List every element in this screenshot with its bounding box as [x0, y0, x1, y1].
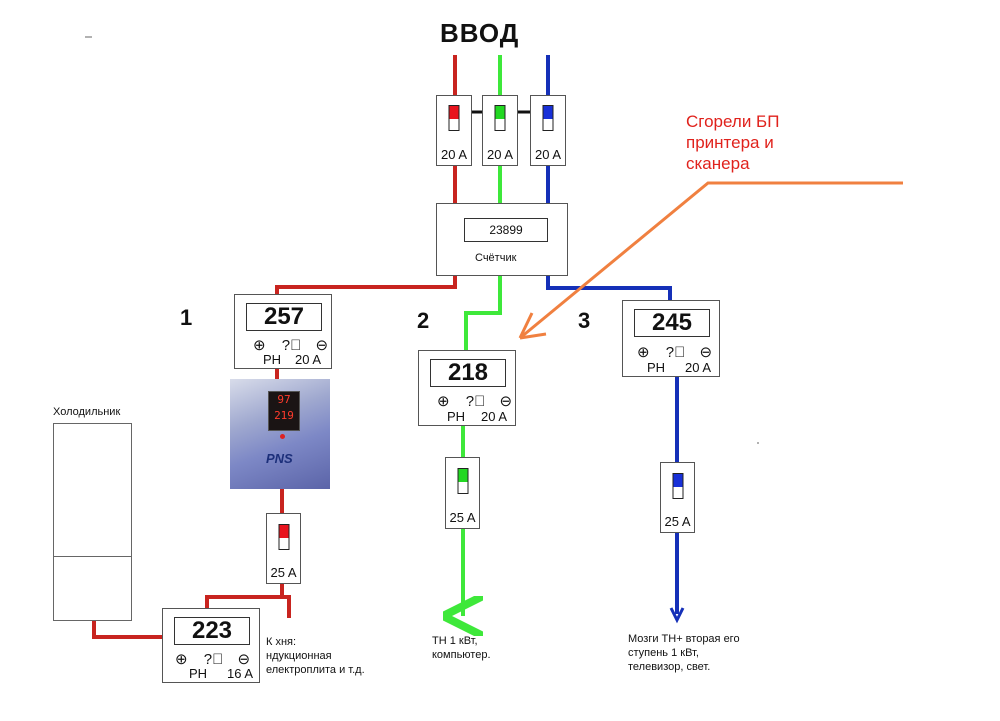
annotation-text: Сгорели БП принтера и сканера [686, 111, 779, 174]
relay-rating: 16 A [227, 666, 254, 681]
relay-controls: ⊕ ?⃝ ⊖ [637, 343, 712, 361]
breaker-handle [457, 468, 468, 494]
annotation-arrowhead [518, 312, 547, 340]
voltage-relay-2[interactable]: 218 ⊕ ?⃝ ⊖ РН 20 A [418, 350, 516, 426]
relay-voltage-display: 245 [634, 309, 710, 337]
question-circle-icon[interactable]: ?⃝ [465, 393, 486, 410]
relay-rating: 20 A [685, 360, 712, 375]
branch-number-1: 1 [180, 305, 193, 330]
kitchen-load-line-1: К хня: [266, 636, 297, 648]
wire-branch1-to-kitchen [205, 583, 284, 610]
wire-branch1 [275, 275, 457, 295]
annotation-line-3: сканера [686, 154, 750, 173]
plus-circle-icon[interactable]: ⊕ [253, 337, 266, 354]
wire-branch2 [464, 275, 502, 352]
relay-voltage-display: 218 [430, 359, 506, 387]
annotation-line-2: принтера и [686, 133, 774, 152]
breaker-handle [542, 105, 554, 131]
breaker-rating: 25 A [664, 514, 691, 529]
breaker-rating: 20 A [534, 147, 562, 162]
breaker-handle [494, 105, 506, 131]
breaker-25a-branch1[interactable]: 25 A [266, 513, 301, 584]
relay-rating: 20 A [481, 409, 508, 424]
voltage-relay-3[interactable]: 245 ⊕ ?⃝ ⊖ РН 20 A [622, 300, 720, 377]
branch3-load-note: Мозги ТН+ вторая его ступень 1 кВт, теле… [628, 632, 740, 674]
breaker-25a-branch3[interactable]: 25 A [660, 462, 695, 533]
relay-rating: 20 A [295, 352, 322, 367]
relay-voltage-display: 257 [246, 303, 322, 331]
breaker-handle [448, 105, 460, 131]
annotation-line-1: Сгорели БП [686, 112, 780, 131]
stabilizer-logo: PNS [266, 451, 293, 466]
annotation-arrow [519, 181, 903, 340]
wire-fridge [92, 621, 163, 639]
input-breaker-2[interactable]: 20 A [482, 95, 518, 166]
voltage-relay-kitchen[interactable]: 223 ⊕ ?⃝ ⊖ РН 16 A [162, 608, 260, 683]
branch3-load-line-3: телевизор, свет. [628, 661, 711, 673]
relay-mode: РН [447, 409, 466, 424]
breaker-rating: 20 A [440, 147, 468, 162]
relay-controls: ⊕ ?⃝ ⊖ [253, 336, 328, 354]
breaker-handle [278, 524, 289, 550]
stabilizer-display-bottom: 219 [274, 409, 294, 422]
breaker-rating: 20 A [486, 147, 514, 162]
fridge-divider [54, 556, 131, 557]
kitchen-load-line-2: ндукционная [266, 650, 332, 662]
question-circle-icon[interactable]: ?⃝ [281, 337, 302, 354]
breaker-rating: 25 A [449, 510, 476, 525]
input-breaker-1[interactable]: 20 A [436, 95, 472, 166]
minus-circle-icon[interactable]: ⊖ [237, 651, 251, 668]
minus-circle-icon[interactable]: ⊖ [315, 337, 329, 354]
relay-controls: ⊕ ?⃝ ⊖ [175, 650, 250, 668]
meter-label: Счётчик [475, 252, 517, 264]
minus-circle-icon[interactable]: ⊖ [499, 393, 513, 410]
electricity-meter: 23899 Счётчик [436, 203, 568, 276]
fridge [53, 423, 132, 621]
branch3-load-line-2: ступень 1 кВт, [628, 647, 699, 659]
relay-mode: РН [263, 352, 282, 367]
branch2-load-note: ТН 1 кВт, компьютер. [432, 634, 491, 662]
meter-reading: 23899 [464, 218, 548, 242]
plus-circle-icon[interactable]: ⊕ [437, 393, 450, 410]
relay-mode: РН [647, 360, 666, 375]
kitchen-load-note: К хня: ндукционная електроплита и т.д. [266, 635, 365, 677]
input-title: ВВОД [440, 18, 520, 48]
branch2-load-line-2: компьютер. [432, 649, 491, 661]
input-breaker-3[interactable]: 20 A [530, 95, 566, 166]
stabilizer-photo: 97 219 PNS [230, 379, 330, 489]
relay-mode: РН [189, 666, 208, 681]
branch-number-2: 2 [417, 308, 430, 333]
branch2-load-line-1: ТН 1 кВт, [432, 635, 478, 647]
plus-circle-icon[interactable]: ⊕ [637, 344, 650, 361]
voltage-relay-1[interactable]: 257 ⊕ ?⃝ ⊖ РН 20 A [234, 294, 332, 369]
branch3-load-line-1: Мозги ТН+ вторая его [628, 633, 740, 645]
relay-voltage-display: 223 [174, 617, 250, 645]
question-circle-icon[interactable]: ?⃝ [665, 344, 686, 361]
branch-number-3: 3 [578, 308, 591, 333]
wire-branch1-kitchen-load [282, 595, 291, 618]
wire-branch3 [546, 275, 672, 302]
kitchen-load-line-3: електроплита и т.д. [266, 664, 365, 676]
minus-circle-icon[interactable]: ⊖ [699, 344, 713, 361]
stabilizer-display: 97 219 [268, 391, 300, 431]
relay-controls: ⊕ ?⃝ ⊖ [437, 392, 512, 410]
wire-branch3-arrowhead [669, 607, 685, 624]
plus-circle-icon[interactable]: ⊕ [175, 651, 188, 668]
fridge-label: Холодильник [53, 406, 121, 418]
question-circle-icon[interactable]: ?⃝ [203, 651, 224, 668]
breaker-25a-branch2[interactable]: 25 A [445, 457, 480, 529]
breaker-handle [672, 473, 683, 499]
breaker-rating: 25 A [270, 565, 297, 580]
stabilizer-display-top: 97 [277, 393, 291, 406]
stabilizer-led [280, 434, 285, 439]
